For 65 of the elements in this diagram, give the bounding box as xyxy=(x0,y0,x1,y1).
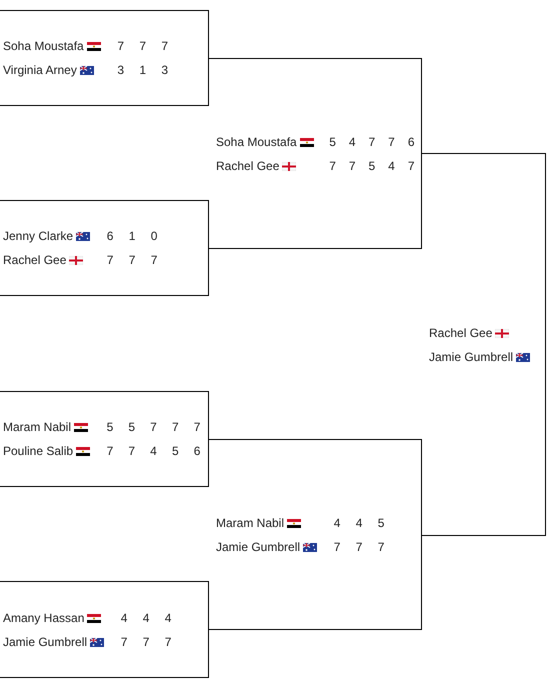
set-score: 5 xyxy=(378,516,384,530)
set-score: 5 xyxy=(172,444,179,458)
set-score: 7 xyxy=(120,634,128,648)
player-name: Soha Moustafa xyxy=(216,134,297,148)
player-name: Pouline Salib xyxy=(3,444,74,458)
set-score: 7 xyxy=(388,134,395,148)
match-bracket xyxy=(209,58,422,249)
player-name: Soha Moustafa xyxy=(3,39,84,53)
set-score: 6 xyxy=(408,134,415,148)
set-score: 4 xyxy=(334,516,340,530)
match-bracket xyxy=(0,391,209,487)
set-score: 7 xyxy=(161,39,168,53)
set-score: 4 xyxy=(164,610,172,624)
set-score: 7 xyxy=(172,420,179,434)
set-score: 5 xyxy=(128,420,136,434)
player-name: Rachel Gee xyxy=(429,326,492,340)
set-score: 7 xyxy=(150,253,158,267)
set-score: 7 xyxy=(329,158,336,172)
match-bracket xyxy=(0,581,209,678)
player-name: Maram Nabil xyxy=(216,516,284,530)
set-score: 7 xyxy=(142,634,150,648)
set-score: 7 xyxy=(106,444,114,458)
set-score: 6 xyxy=(106,229,114,243)
set-score: 3 xyxy=(161,63,168,77)
set-score: 7 xyxy=(348,158,356,172)
set-score: 7 xyxy=(378,540,384,554)
match-bracket xyxy=(209,439,422,630)
set-score: 5 xyxy=(329,134,336,148)
set-score: 6 xyxy=(194,444,200,458)
match-bracket xyxy=(0,10,209,106)
player-name: Rachel Gee xyxy=(216,158,280,172)
set-score: 3 xyxy=(117,63,124,77)
set-score: 7 xyxy=(128,444,136,458)
set-score: 7 xyxy=(150,420,157,434)
set-score: 4 xyxy=(120,610,128,624)
set-score: 7 xyxy=(139,39,146,53)
set-score: 5 xyxy=(368,158,376,172)
set-score: 5 xyxy=(106,420,114,434)
set-score: 7 xyxy=(106,253,114,267)
player-name: Rachel Gee xyxy=(3,253,66,267)
set-score: 4 xyxy=(348,134,356,148)
player-name: Jamie Gumbrell xyxy=(3,634,88,648)
match-bracket xyxy=(421,153,546,536)
set-score: 7 xyxy=(117,39,124,53)
player-name: Jenny Clarke xyxy=(3,229,74,243)
player-name: Amany Hassan xyxy=(3,610,84,624)
set-score: 4 xyxy=(388,158,395,172)
set-score: 7 xyxy=(368,134,376,148)
player-name: Maram Nabil xyxy=(3,420,72,434)
set-score: 7 xyxy=(334,540,340,554)
set-score: 7 xyxy=(194,420,200,434)
set-score: 1 xyxy=(128,229,136,243)
set-score: 1 xyxy=(139,63,146,77)
player-name: Virginia Arney xyxy=(3,63,77,77)
set-score: 4 xyxy=(150,444,157,458)
set-score: 4 xyxy=(356,516,362,530)
match-bracket xyxy=(0,200,209,296)
set-score: 7 xyxy=(408,158,415,172)
set-score: 7 xyxy=(164,634,172,648)
player-name: Jamie Gumbrell xyxy=(429,350,514,364)
set-score: 4 xyxy=(142,610,150,624)
set-score: 7 xyxy=(356,540,362,554)
set-score: 7 xyxy=(128,253,136,267)
set-score: 0 xyxy=(150,229,158,243)
player-name: Jamie Gumbrell xyxy=(216,540,300,554)
